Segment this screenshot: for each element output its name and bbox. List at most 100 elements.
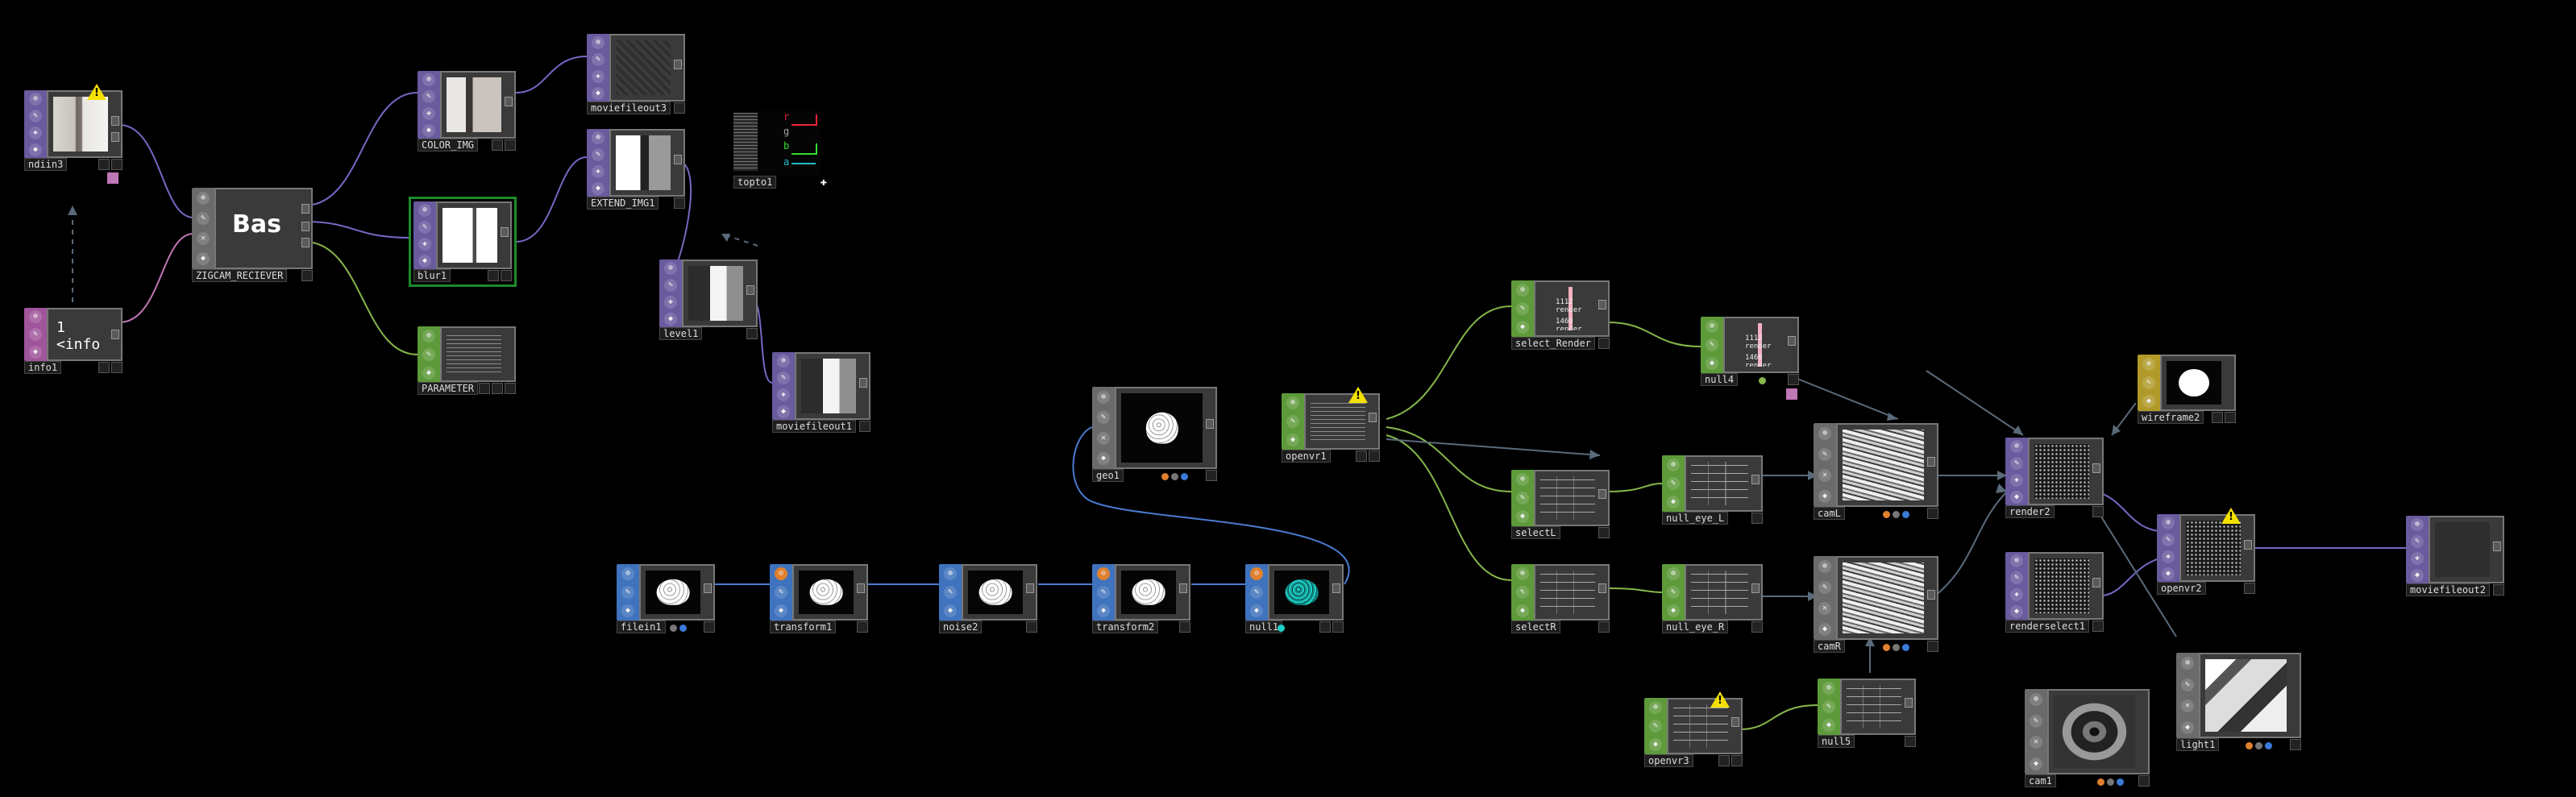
info-badge-icon[interactable] bbox=[107, 172, 118, 184]
viewer-icon[interactable]: ⊕ bbox=[1822, 681, 1835, 695]
close-icon[interactable]: ✕ bbox=[2030, 736, 2042, 749]
node-op-icon[interactable]: ◆ bbox=[197, 252, 210, 266]
close-icon[interactable]: ✕ bbox=[1818, 602, 1831, 615]
node-op-icon[interactable]: ◆ bbox=[29, 143, 42, 156]
bypass-flag[interactable] bbox=[857, 621, 868, 633]
bypass-flag[interactable] bbox=[704, 621, 715, 633]
node-ndiin3[interactable]: ⊕✎✚◆ ndiin3 bbox=[24, 90, 123, 171]
node-flag-strip[interactable]: ⊕✎◆ bbox=[1818, 679, 1840, 735]
display-flag-icon[interactable] bbox=[1171, 473, 1178, 480]
bypass-flag[interactable] bbox=[2244, 583, 2255, 594]
node-flag-strip[interactable]: ⊘✎◆ bbox=[1092, 564, 1115, 621]
node-flags[interactable] bbox=[674, 102, 685, 114]
output-connector[interactable] bbox=[1598, 583, 1606, 593]
node-op-icon[interactable]: ◆ bbox=[592, 181, 605, 195]
node-flags[interactable] bbox=[1598, 527, 1610, 538]
node-flag-strip[interactable]: ⊕✎◆ bbox=[1662, 564, 1685, 621]
bypass-icon[interactable]: ⊘ bbox=[1250, 567, 1263, 580]
pencil-icon[interactable]: ✎ bbox=[2181, 678, 2194, 691]
bypass-flag[interactable] bbox=[1319, 621, 1331, 633]
output-connector[interactable] bbox=[1927, 457, 1935, 467]
bypass-flag[interactable] bbox=[1751, 621, 1763, 633]
pencil-icon[interactable]: ✎ bbox=[592, 147, 605, 161]
viewer-icon[interactable]: ⊕ bbox=[2162, 516, 2175, 529]
lock-flag[interactable] bbox=[501, 270, 512, 281]
render-flag-icon[interactable] bbox=[679, 625, 687, 632]
node-transform2[interactable]: ⊘✎◆ transform2 bbox=[1092, 564, 1190, 633]
pencil-icon[interactable]: ✎ bbox=[1667, 585, 1680, 599]
node-flag-strip[interactable]: ⊕✎✕◆ bbox=[1814, 423, 1836, 507]
output-connector[interactable] bbox=[2092, 463, 2100, 473]
node-openvr1[interactable]: ⊕✎◆ openvr1 bbox=[1282, 393, 1380, 463]
plus-icon[interactable]: ✚ bbox=[592, 69, 605, 83]
viewer-icon[interactable]: ⊕ bbox=[1286, 396, 1299, 409]
pencil-icon[interactable]: ✎ bbox=[1516, 301, 1529, 315]
viewer-icon[interactable]: ⊕ bbox=[592, 131, 605, 144]
node-op-icon[interactable]: ◆ bbox=[29, 346, 42, 359]
bypass-flag[interactable] bbox=[2092, 506, 2104, 517]
plus-icon[interactable]: ✚ bbox=[777, 388, 790, 401]
node-flag-strip[interactable]: ⊕✎✚◆ bbox=[659, 259, 682, 327]
output-connector[interactable] bbox=[1751, 475, 1760, 484]
node-flag-strip[interactable]: ⊕✎✚◆ bbox=[587, 34, 609, 102]
output-connector[interactable] bbox=[501, 227, 509, 237]
bypass-flag[interactable] bbox=[1598, 621, 1610, 633]
bypass-flag[interactable] bbox=[1905, 736, 1916, 747]
node-op-icon[interactable]: ◆ bbox=[1516, 510, 1529, 524]
pencil-icon[interactable]: ✎ bbox=[1818, 448, 1831, 461]
node-op-icon[interactable]: ◆ bbox=[1649, 738, 1662, 752]
node-op-icon[interactable]: ◆ bbox=[2030, 757, 2042, 770]
node-op-icon[interactable]: ◆ bbox=[1516, 604, 1529, 618]
node-op-icon[interactable]: ◆ bbox=[1097, 604, 1110, 618]
node-cam1[interactable]: ⊕✎✕◆ cam1 bbox=[2025, 689, 2150, 787]
close-icon[interactable]: ✕ bbox=[1818, 469, 1831, 482]
node-op-icon[interactable]: ◆ bbox=[1706, 357, 1718, 371]
output-connector[interactable] bbox=[1179, 583, 1187, 593]
node-status-dots[interactable] bbox=[2246, 742, 2272, 749]
node-op-icon[interactable]: ◆ bbox=[592, 86, 605, 100]
viewer-icon[interactable]: ⊕ bbox=[621, 567, 634, 580]
node-flags[interactable] bbox=[1356, 450, 1380, 462]
node-flag-strip[interactable]: ⊕✎✕◆ bbox=[2176, 653, 2199, 738]
viewer-icon[interactable]: ⊕ bbox=[944, 567, 957, 580]
node-flags[interactable] bbox=[2212, 412, 2236, 423]
viewer-icon[interactable]: ⊕ bbox=[1818, 560, 1831, 573]
plus-icon[interactable]: ✚ bbox=[2010, 587, 2023, 601]
plus-icon[interactable]: ✚ bbox=[418, 237, 431, 251]
pencil-icon[interactable]: ✎ bbox=[418, 220, 431, 234]
node-flags[interactable] bbox=[1927, 508, 1938, 519]
node-flag-strip[interactable]: ⊕✎◆ bbox=[1662, 455, 1685, 512]
bypass-flag[interactable] bbox=[2212, 412, 2223, 423]
node-flag-strip[interactable]: ⊕✎✕◆ bbox=[2025, 689, 2047, 774]
lock-flag[interactable] bbox=[492, 383, 503, 394]
viewer-icon[interactable]: ⊕ bbox=[197, 191, 210, 205]
node-op-icon[interactable]: ◆ bbox=[1516, 321, 1529, 334]
bypass-flag[interactable] bbox=[859, 421, 870, 432]
pick-flag-icon[interactable] bbox=[1181, 473, 1188, 480]
node-flag-strip[interactable]: ⊕✎◆ bbox=[24, 308, 47, 361]
node-op-icon[interactable]: ◆ bbox=[2181, 720, 2194, 734]
node-flags[interactable] bbox=[746, 328, 758, 339]
plus-icon[interactable]: ✚ bbox=[2162, 550, 2175, 563]
render-flag-icon[interactable] bbox=[2246, 742, 2253, 749]
node-op-icon[interactable]: ◆ bbox=[1667, 496, 1680, 509]
node-flag-strip[interactable]: ⊕✎✕◆ bbox=[192, 188, 214, 269]
node-op-icon[interactable]: ◆ bbox=[1250, 604, 1263, 618]
viewer-icon[interactable]: ⊕ bbox=[1649, 700, 1662, 714]
node-filein1[interactable]: ⊕✎◆ filein1 bbox=[617, 564, 715, 633]
node-op-icon[interactable]: ◆ bbox=[2010, 604, 2023, 618]
pencil-icon[interactable]: ✎ bbox=[1818, 581, 1831, 594]
output-connector[interactable] bbox=[111, 330, 119, 339]
node-null-eye-l[interactable]: ⊕✎◆ null_eye_L bbox=[1662, 455, 1763, 525]
pencil-icon[interactable]: ✎ bbox=[1649, 719, 1662, 733]
bypass-flag[interactable] bbox=[492, 139, 503, 151]
output-connector[interactable] bbox=[704, 583, 712, 593]
bypass-flag[interactable] bbox=[1788, 374, 1799, 385]
node-status-dots[interactable] bbox=[1278, 625, 1285, 632]
viewer-icon[interactable]: ⊕ bbox=[2181, 657, 2194, 670]
node-flags[interactable] bbox=[301, 270, 313, 281]
node-flag-strip[interactable]: ⊕✎◆ bbox=[1701, 317, 1723, 373]
node-openvr2[interactable]: ⊕✎✚◆ openvr2 bbox=[2157, 514, 2255, 595]
node-status-dots[interactable] bbox=[2097, 778, 2124, 786]
node-flag-strip[interactable]: ⊕✎◆ bbox=[1282, 393, 1304, 450]
